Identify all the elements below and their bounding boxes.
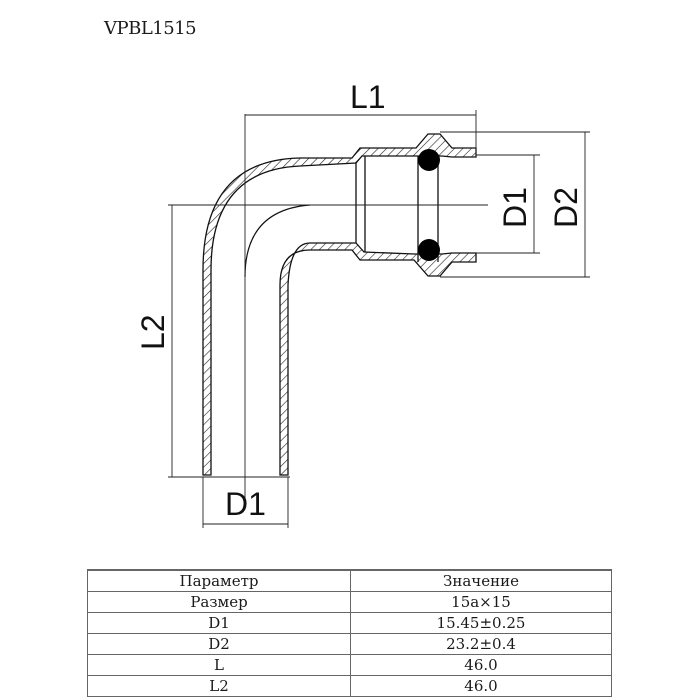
table-row: L 46.0 bbox=[87, 654, 612, 676]
row-value: 15.45±0.25 bbox=[350, 612, 612, 634]
row-param: D1 bbox=[87, 612, 351, 634]
spec-table: Параметр Значение Размер 15a×15 D1 15.45… bbox=[87, 569, 612, 697]
inner-bend-arc bbox=[244, 204, 311, 278]
inner-wall bbox=[279, 242, 477, 476]
dimension-label-l2: L2 bbox=[135, 314, 171, 350]
product-code-title: VPBL1515 bbox=[104, 18, 197, 39]
row-param: Размер bbox=[87, 591, 351, 613]
dimension-label-d1-bottom: D1 bbox=[225, 486, 266, 522]
o-ring-bottom bbox=[418, 239, 440, 261]
table-header-row: Параметр Значение bbox=[87, 569, 612, 592]
row-value: 23.2±0.4 bbox=[350, 633, 612, 655]
table-row: D1 15.45±0.25 bbox=[87, 612, 612, 634]
o-ring-top bbox=[418, 149, 440, 171]
dimension-label-d2: D2 bbox=[548, 187, 584, 228]
dimension-lines bbox=[168, 110, 590, 528]
row-value: 46.0 bbox=[350, 654, 612, 676]
header-value: Значение bbox=[350, 569, 612, 592]
row-param: L bbox=[87, 654, 351, 676]
row-value: 46.0 bbox=[350, 675, 612, 697]
row-param: D2 bbox=[87, 633, 351, 655]
table-row: D2 23.2±0.4 bbox=[87, 633, 612, 655]
fitting-body bbox=[202, 133, 477, 476]
center-lines bbox=[168, 114, 488, 500]
dimension-label-l1: L1 bbox=[350, 79, 386, 115]
outer-wall bbox=[202, 133, 477, 476]
row-value: 15a×15 bbox=[350, 591, 612, 613]
table-row: L2 46.0 bbox=[87, 675, 612, 697]
row-param: L2 bbox=[87, 675, 351, 697]
dimension-label-d1-side: D1 bbox=[497, 187, 533, 228]
table-row: Размер 15a×15 bbox=[87, 591, 612, 613]
header-param: Параметр bbox=[87, 569, 351, 592]
